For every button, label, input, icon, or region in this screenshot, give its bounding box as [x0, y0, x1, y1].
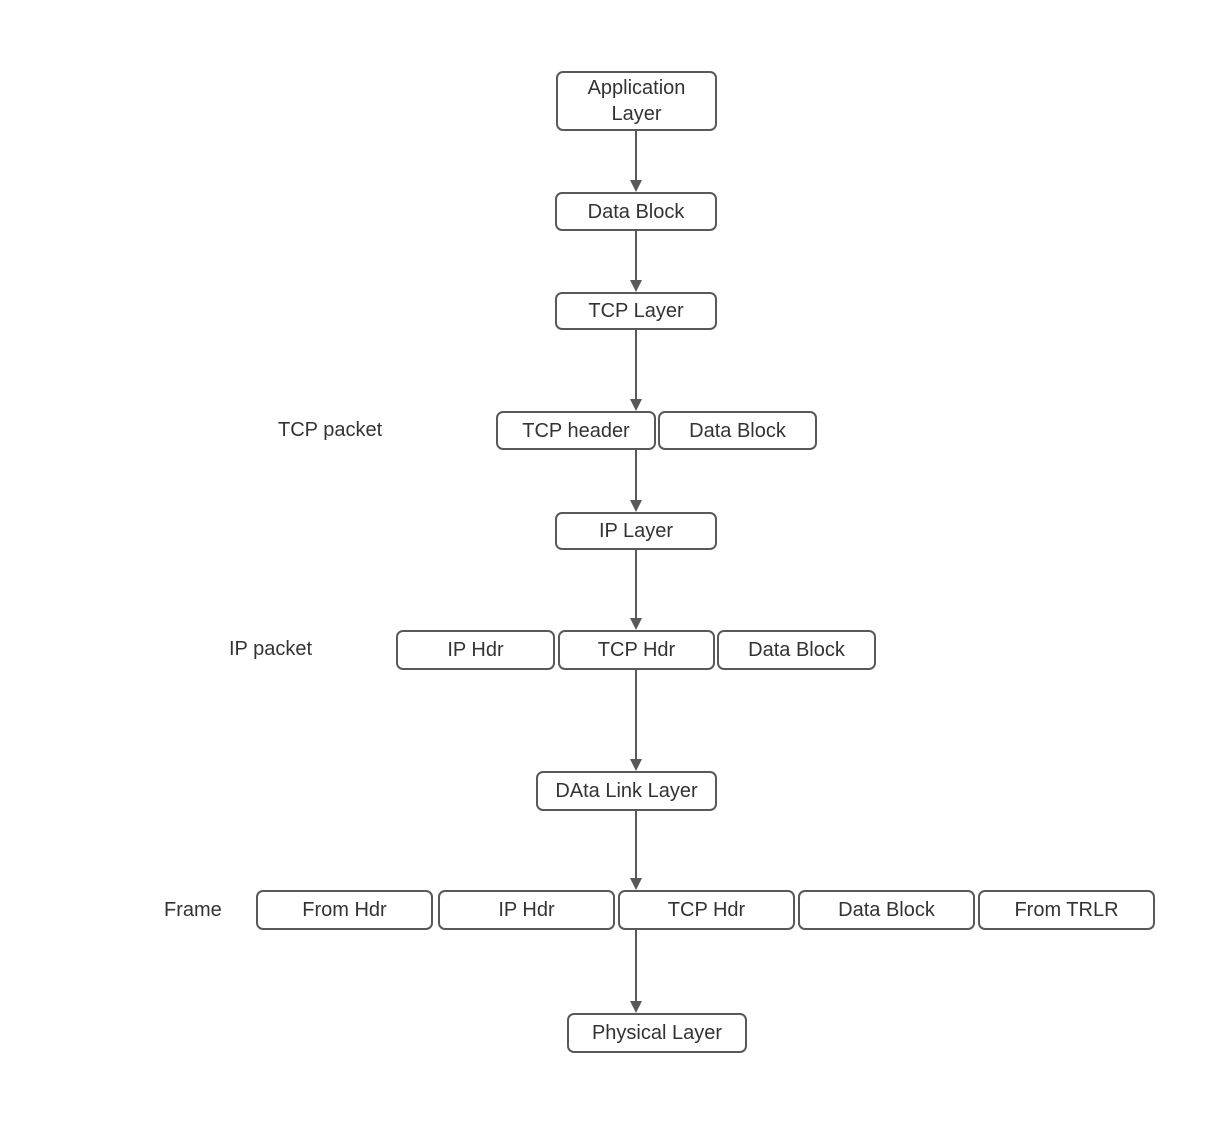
- arrowhead-iplayer-to-ippacket: [630, 618, 642, 630]
- node-tcp-layer: TCP Layer: [555, 292, 717, 330]
- arrowhead-app-to-datablock: [630, 180, 642, 192]
- arrowhead-datablock-to-tcplayer: [630, 280, 642, 292]
- node-ip-packet-tcp-hdr: TCP Hdr: [558, 630, 715, 670]
- arrow-line-tcplayer-to-tcppacket: [635, 330, 637, 400]
- node-frame-from-trlr: From TRLR: [978, 890, 1155, 930]
- node-data-link-layer: DAta Link Layer: [536, 771, 717, 811]
- label-frame: Frame: [164, 899, 222, 921]
- arrow-line-tcppacket-to-iplayer: [635, 450, 637, 501]
- arrowhead-tcplayer-to-tcppacket: [630, 399, 642, 411]
- node-tcp-header: TCP header: [496, 411, 656, 450]
- arrow-line-app-to-datablock: [635, 131, 637, 181]
- node-application-layer: Application Layer: [556, 71, 717, 131]
- arrowhead-ippacket-to-datalink: [630, 759, 642, 771]
- arrow-line-datablock-to-tcplayer: [635, 231, 637, 281]
- node-frame-data-block: Data Block: [798, 890, 975, 930]
- node-ip-layer: IP Layer: [555, 512, 717, 550]
- label-tcp-packet: TCP packet: [278, 419, 383, 441]
- arrow-line-frame-to-physical: [635, 930, 637, 1002]
- node-frame-ip-hdr: IP Hdr: [438, 890, 615, 930]
- node-tcp-packet-data-block: Data Block: [658, 411, 817, 450]
- node-ip-packet-data-block: Data Block: [717, 630, 876, 670]
- arrowhead-frame-to-physical: [630, 1001, 642, 1013]
- arrow-line-datalink-to-frame: [635, 811, 637, 879]
- arrow-line-ippacket-to-datalink: [635, 670, 637, 760]
- node-data-block: Data Block: [555, 192, 717, 231]
- arrowhead-tcppacket-to-iplayer: [630, 500, 642, 512]
- node-ip-hdr: IP Hdr: [396, 630, 555, 670]
- node-frame-tcp-hdr: TCP Hdr: [618, 890, 795, 930]
- arrow-line-iplayer-to-ippacket: [635, 550, 637, 619]
- label-ip-packet: IP packet: [229, 638, 313, 660]
- node-frame-from-hdr: From Hdr: [256, 890, 433, 930]
- node-physical-layer: Physical Layer: [567, 1013, 747, 1053]
- arrowhead-datalink-to-frame: [630, 878, 642, 890]
